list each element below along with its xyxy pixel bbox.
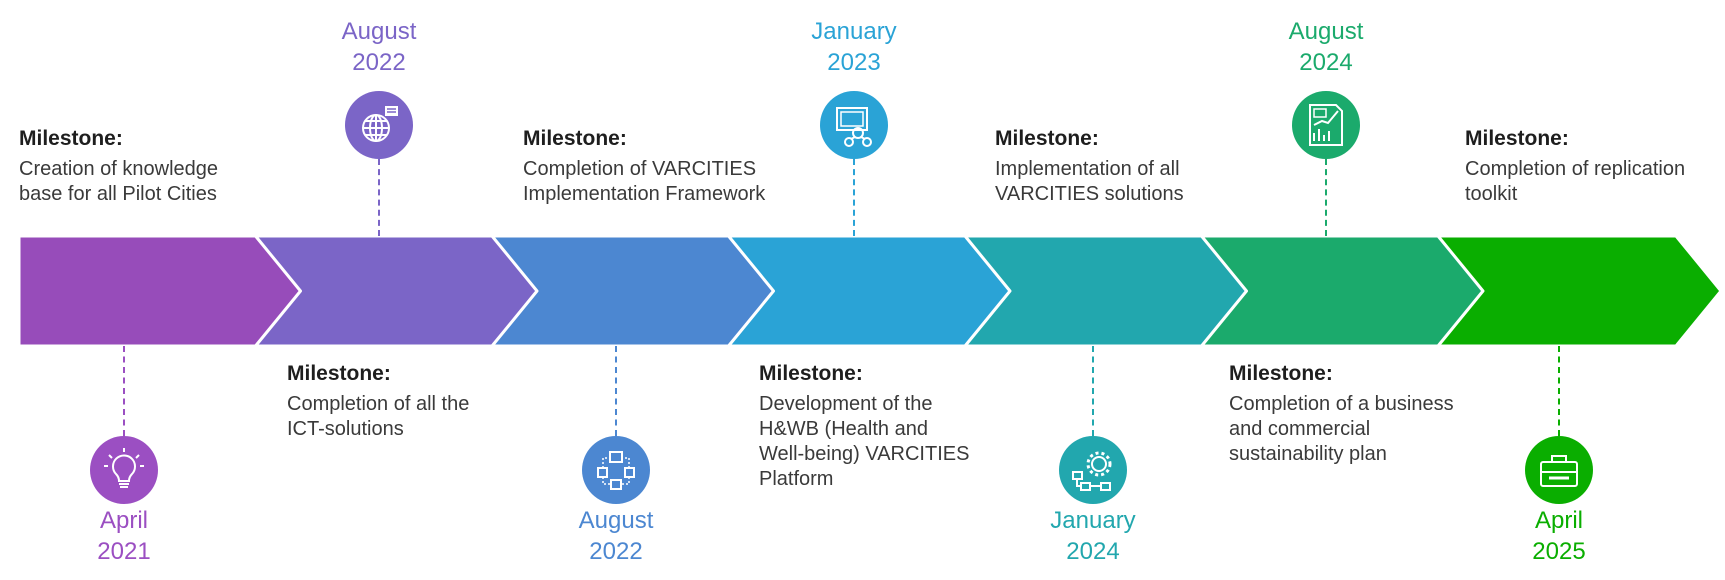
event-icon-circle xyxy=(820,91,888,159)
event-month: January xyxy=(1050,507,1136,534)
milestone-7: Milestone: Completion of replication tool… xyxy=(1465,126,1685,207)
event-month: August xyxy=(578,507,654,534)
event-date: January 2024 xyxy=(1013,505,1173,567)
connector-line xyxy=(1558,346,1560,436)
milestone-3: Milestone: Completion of VARCITIES Implem… xyxy=(523,126,765,207)
event-year: 2024 xyxy=(1299,49,1353,76)
milestone-heading: Milestone: xyxy=(995,127,1099,150)
timeline-segment-7 xyxy=(1436,234,1723,348)
milestone-6: Milestone: Completion of a business and c… xyxy=(1229,361,1454,467)
event-icon-circle xyxy=(90,436,158,504)
milestone-text: Development of the H&WB (Health and Well… xyxy=(759,393,970,490)
event-year: 2024 xyxy=(1066,538,1120,565)
event-month: April xyxy=(1534,507,1583,534)
milestone-text: Implementation of all VARCITIES solution… xyxy=(995,158,1184,205)
event-icon-circle xyxy=(1525,436,1593,504)
event-date: August 2022 xyxy=(299,16,459,78)
toolbox-icon xyxy=(1540,455,1578,487)
gear-workflow-icon xyxy=(1072,451,1112,491)
milestone-heading: Milestone: xyxy=(523,127,627,150)
event-date: April 2025 xyxy=(1479,505,1639,567)
event-month: January xyxy=(811,18,897,45)
milestone-heading: Milestone: xyxy=(19,127,123,150)
event-year: 2022 xyxy=(589,538,643,565)
event-month: August xyxy=(341,18,417,45)
milestone-5: Milestone: Implementation of all VARCITIE… xyxy=(995,126,1184,207)
report-chart-icon xyxy=(1309,104,1343,146)
event-icon-circle xyxy=(1059,436,1127,504)
event-year: 2022 xyxy=(352,49,406,76)
connector-line xyxy=(1092,346,1094,436)
globe-chat-icon xyxy=(362,106,398,142)
event-month: April xyxy=(99,507,148,534)
event-icon-circle xyxy=(1292,91,1360,159)
network-cubes-icon xyxy=(597,451,635,490)
event-date: August 2022 xyxy=(536,505,696,567)
milestone-heading: Milestone: xyxy=(1465,127,1569,150)
milestone-text: Completion of VARCITIES Implementation F… xyxy=(523,158,766,205)
connector-line xyxy=(853,159,855,236)
event-year: 2025 xyxy=(1532,538,1586,565)
connector-line xyxy=(1325,159,1327,236)
event-date: January 2023 xyxy=(774,16,934,78)
milestone-text: Completion of a business and commercial … xyxy=(1229,393,1454,465)
milestone-4: Milestone: Development of the H&WB (Healt… xyxy=(759,361,969,492)
connector-line xyxy=(615,346,617,436)
timeline-segment-1 xyxy=(17,234,304,348)
milestone-2: Milestone: Completion of all the ICT-solu… xyxy=(287,361,469,442)
milestone-heading: Milestone: xyxy=(287,362,391,385)
connector-line xyxy=(378,159,380,236)
presentation-network-icon xyxy=(836,107,872,147)
milestone-heading: Milestone: xyxy=(1229,362,1333,385)
milestone-1: Milestone: Creation of knowledge base for… xyxy=(19,126,218,207)
event-date: April 2021 xyxy=(44,505,204,567)
milestone-heading: Milestone: xyxy=(759,362,863,385)
connector-line xyxy=(123,346,125,436)
event-year: 2021 xyxy=(97,538,151,565)
lightbulb-icon xyxy=(104,448,144,488)
event-icon-circle xyxy=(345,91,413,159)
milestone-text: Completion of replication toolkit xyxy=(1465,158,1686,205)
event-icon-circle xyxy=(582,436,650,504)
event-month: August xyxy=(1288,18,1364,45)
milestone-text: Creation of knowledge base for all Pilot… xyxy=(19,158,219,205)
event-year: 2023 xyxy=(827,49,881,76)
milestone-text: Completion of all the ICT-solutions xyxy=(287,393,470,440)
event-date: August 2024 xyxy=(1246,16,1406,78)
